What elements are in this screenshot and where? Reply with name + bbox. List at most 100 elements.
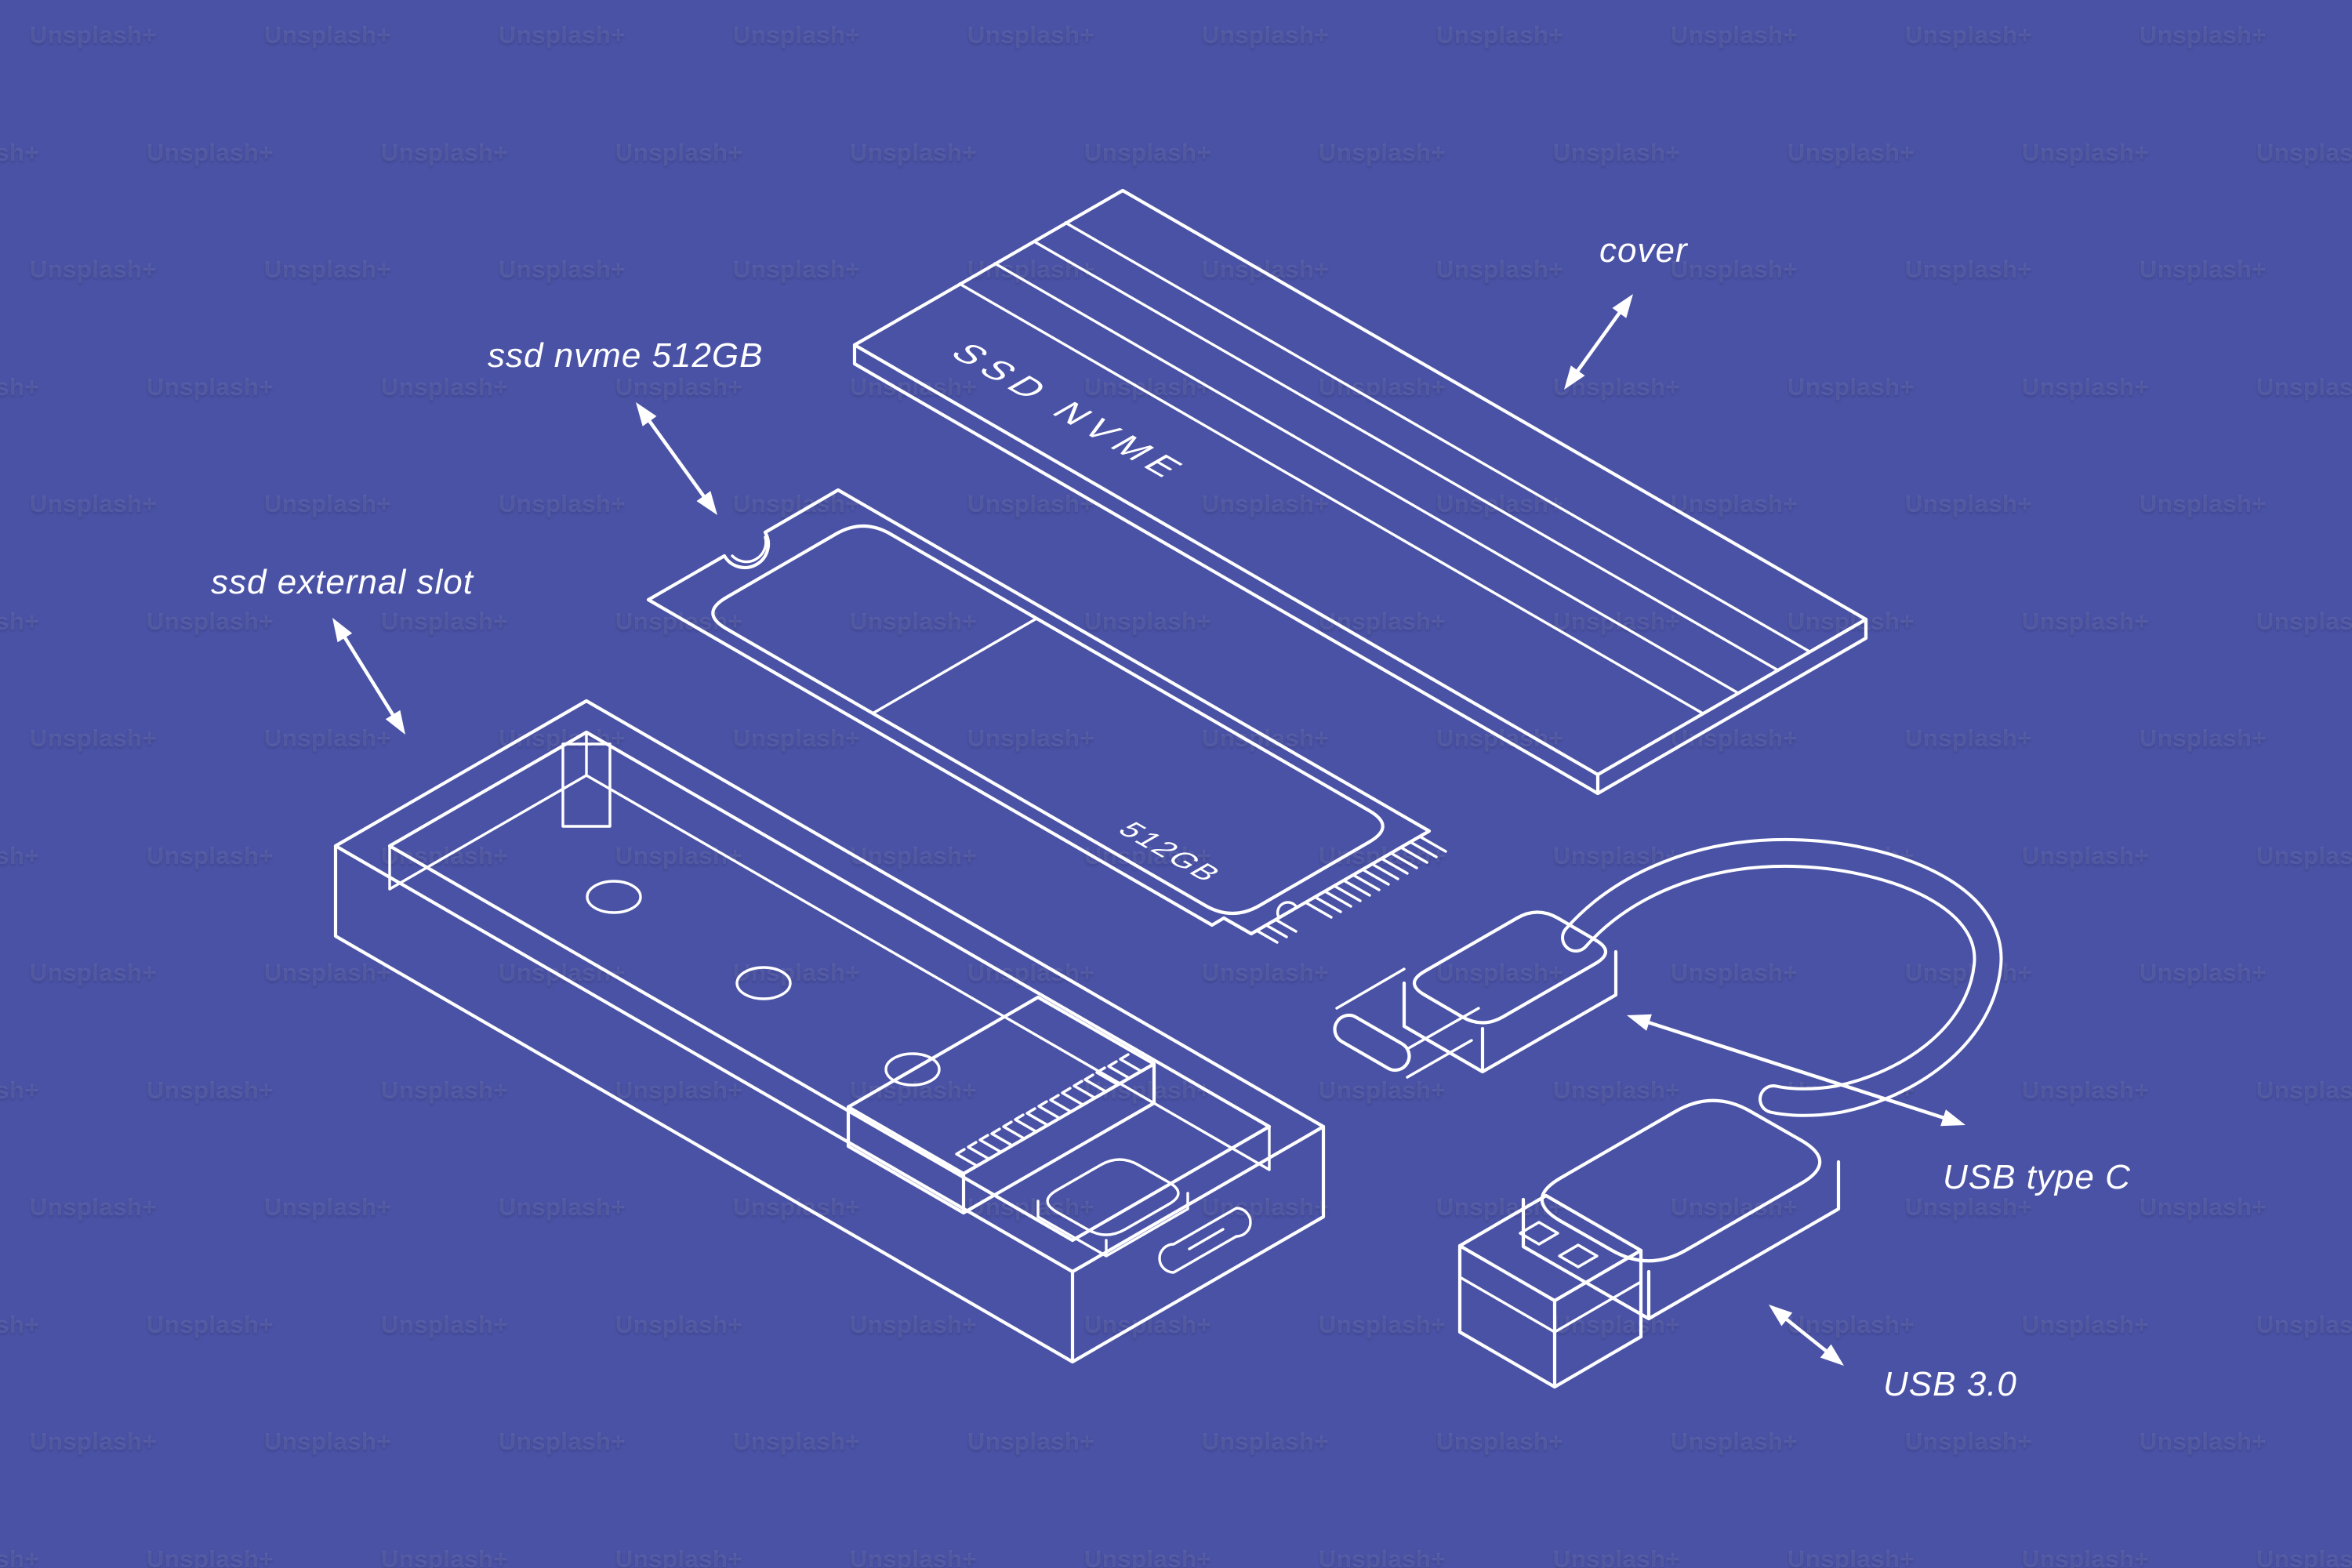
watermark-text: Unsplash+ [2021, 138, 2150, 166]
watermark-text: Unsplash+ [1787, 1310, 1915, 1338]
watermark-text: Unsplash+ [0, 1076, 40, 1104]
usb-a-plug-depth [1457, 1243, 1643, 1389]
watermark-text: Unsplash+ [1318, 1076, 1446, 1104]
usb-cable [1561, 837, 2003, 1117]
watermark-text: Unsplash+ [967, 724, 1095, 753]
watermark-text: Unsplash+ [0, 841, 40, 869]
watermark-text: Unsplash+ [29, 490, 158, 518]
watermark-text: Unsplash+ [1436, 490, 1564, 518]
cover-top-face [852, 188, 1868, 777]
watermark-text: Unsplash+ [1318, 841, 1446, 869]
watermark-text: Unsplash+ [2139, 1193, 2267, 1221]
usb-a-connector [1457, 1098, 1841, 1389]
watermark-text: Unsplash+ [849, 1076, 978, 1104]
watermark-text: Unsplash+ [2139, 256, 2267, 284]
watermark-text: Unsplash+ [1436, 256, 1564, 284]
watermark-text: Unsplash+ [380, 1310, 509, 1338]
label-usb-type-c: USB type C [1943, 1158, 2131, 1196]
watermark-text: Unsplash+ [29, 1193, 158, 1221]
watermark-text: Unsplash+ [1318, 607, 1446, 635]
watermark-text: Unsplash+ [615, 607, 743, 635]
watermark-text: Unsplash+ [146, 1544, 274, 1568]
watermark-text: Unsplash+ [0, 138, 40, 166]
watermark-text: Unsplash+ [2139, 724, 2267, 753]
watermark-text: Unsplash+ [2021, 1544, 2150, 1568]
watermark-text: Unsplash+ [146, 841, 274, 869]
watermark-text: Unsplash+ [2021, 607, 2150, 635]
watermark-text: Unsplash+ [263, 959, 392, 987]
watermark-text: Unsplash+ [29, 256, 158, 284]
watermark-text: Unsplash+ [29, 21, 158, 49]
watermark-text: Unsplash+ [498, 959, 626, 987]
watermark-text: Unsplash+ [967, 1428, 1095, 1456]
watermark-text: Unsplash+ [615, 841, 743, 869]
cover-part: SSD NVME [852, 188, 1868, 796]
enclosure-screw-holes [586, 880, 941, 1087]
watermark-text: Unsplash+ [1904, 256, 2033, 284]
watermark-text: Unsplash+ [2139, 959, 2267, 987]
ssd-notch-inner-arc [731, 535, 768, 564]
m2-socket [846, 995, 1156, 1215]
screw-hole [586, 880, 642, 914]
watermark-text: Unsplash+ [1904, 1193, 2033, 1221]
watermark-text: Unsplash+ [2256, 841, 2352, 869]
watermark-text: Unsplash+ [0, 1544, 40, 1568]
watermark-text: Unsplash+ [29, 1428, 158, 1456]
usb-a-plug-holes [1519, 1221, 1599, 1269]
enclosure-cavity-walls [388, 731, 1271, 1171]
watermark-text: Unsplash+ [1904, 724, 2033, 753]
screw-boss-block [1036, 1158, 1189, 1258]
screw-boss-top [1046, 1158, 1180, 1236]
enclosure-standoff-post [561, 742, 612, 828]
watermark-text: Unsplash+ [1670, 1428, 1798, 1456]
watermark-text: Unsplash+ [1904, 490, 2033, 518]
label-usb-3-0: USB 3.0 [1883, 1365, 2017, 1403]
watermark-text: Unsplash+ [1083, 1544, 1212, 1568]
socket-body [846, 995, 1156, 1215]
ssd-chip-divider [871, 617, 1038, 715]
arrow-ssd-nvme [636, 402, 717, 515]
usb-c-housing-sides [1402, 949, 1618, 1074]
watermark-text: Unsplash+ [1318, 1544, 1446, 1568]
watermark-text: Unsplash+ [1201, 1428, 1330, 1456]
watermark-text: Unsplash+ [615, 1076, 743, 1104]
watermark-text: Unsplash+ [615, 1310, 743, 1338]
usb-a-housing-sides [1521, 1160, 1841, 1321]
ssd-stick-part: 512GB [646, 488, 1447, 944]
usb-a-housing [1540, 1098, 1822, 1263]
watermark-text: Unsplash+ [498, 1193, 626, 1221]
watermark-text: Unsplash+ [498, 256, 626, 284]
label-ssd-nvme: ssd nvme 512GB [488, 336, 764, 375]
watermark-text: Unsplash+ [1670, 959, 1798, 987]
label-external-slot: ssd external slot [211, 563, 474, 601]
watermark-text: Unsplash+ [2256, 138, 2352, 166]
watermark-text: Unsplash+ [263, 724, 392, 753]
watermark-text: Unsplash+ [1083, 138, 1212, 166]
watermark-text: Unsplash+ [263, 1428, 392, 1456]
screw-hole [884, 1052, 941, 1087]
watermark-text: Unsplash+ [732, 724, 861, 753]
watermark-text: Unsplash+ [2256, 1544, 2352, 1568]
watermark-text: Unsplash+ [2021, 841, 2150, 869]
enclosure-part [333, 699, 1326, 1364]
watermark-text: Unsplash+ [1670, 490, 1798, 518]
usb-c-connector [1333, 910, 1618, 1079]
watermark-text: Unsplash+ [0, 1310, 40, 1338]
watermark-text: Unsplash+ [146, 1076, 274, 1104]
label-cover: cover [1599, 231, 1689, 270]
annotations: cover ssd nvme 512GB ssd external slot U… [211, 231, 2131, 1403]
watermark-text: Unsplash+ [498, 21, 626, 49]
screw-hole [735, 966, 792, 1000]
ssd-connector-fingers [1255, 835, 1447, 944]
arrow-usb-3-0 [1769, 1305, 1844, 1366]
watermark-text: Unsplash+ [1083, 1310, 1212, 1338]
watermark-text: Unsplash+ [1787, 1544, 1915, 1568]
watermark-text: Unsplash+ [2021, 1310, 2150, 1338]
watermark-text: Unsplash+ [2139, 1428, 2267, 1456]
watermark-text: Unsplash+ [498, 490, 626, 518]
arrow-cover [1564, 294, 1633, 390]
watermark-text: Unsplash+ [1904, 959, 2033, 987]
watermark-text: Unsplash+ [1552, 607, 1681, 635]
usb-c-port [1158, 1207, 1252, 1274]
